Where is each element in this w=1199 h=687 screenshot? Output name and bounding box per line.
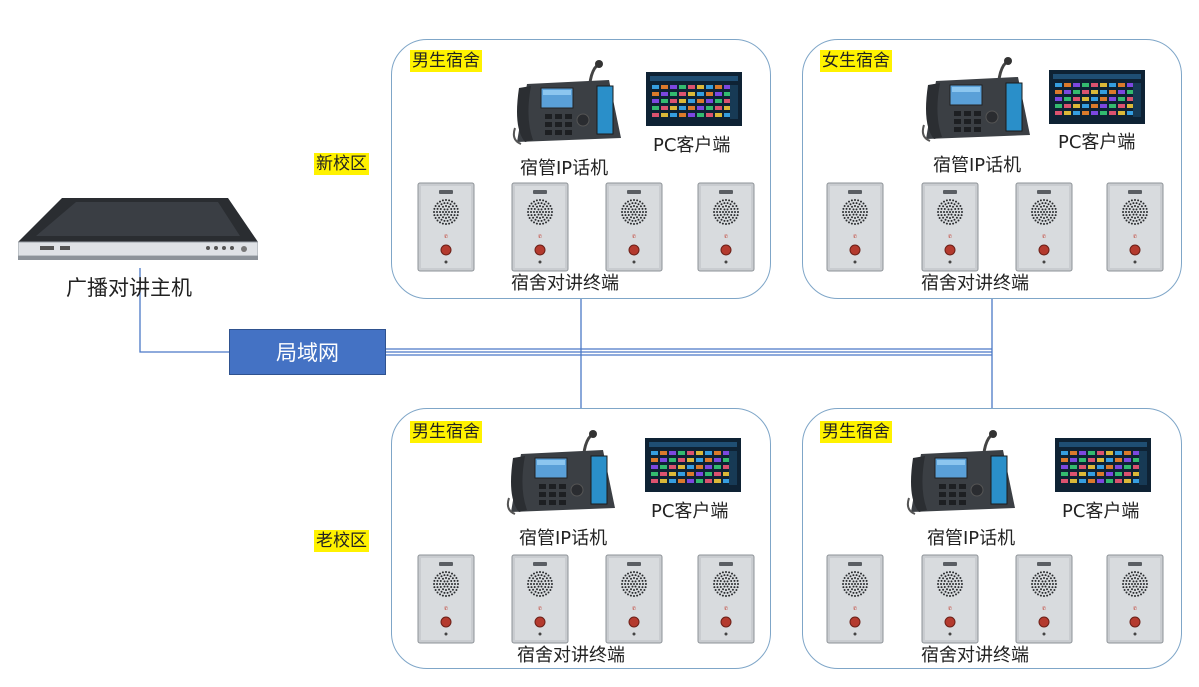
phone-label: 宿管IP话机 — [520, 158, 609, 179]
intercom-panel-icon: ✆ — [826, 554, 884, 644]
intercom-panel-icon: ✆ — [1106, 182, 1164, 272]
ip-phone — [511, 58, 623, 150]
svg-text:✆: ✆ — [948, 234, 952, 240]
svg-text:✆: ✆ — [1133, 606, 1137, 612]
intercom-panel-icon: ✆ — [697, 554, 755, 644]
intercom-terminal: ✆ — [417, 182, 475, 276]
intercom-panel-icon: ✆ — [605, 182, 663, 272]
intercom-terminal: ✆ — [826, 182, 884, 276]
desk-phone-icon — [921, 57, 1030, 142]
phone-label: 宿管IP话机 — [927, 528, 1016, 549]
svg-text:✆: ✆ — [632, 606, 636, 612]
pc-client-screen — [1049, 70, 1145, 128]
panel-tag: 男生宿舍 — [410, 421, 482, 443]
monitor-icon — [645, 438, 741, 492]
panel-tag: 女生宿舍 — [820, 50, 892, 72]
desk-phone-icon — [506, 430, 615, 515]
intercom-terminal: ✆ — [921, 554, 979, 648]
intercom-terminal: ✆ — [417, 554, 475, 648]
svg-text:✆: ✆ — [853, 234, 857, 240]
svg-text:✆: ✆ — [948, 606, 952, 612]
pc-label: PC客户端 — [653, 135, 731, 156]
intercom-panel-icon: ✆ — [417, 182, 475, 272]
svg-text:✆: ✆ — [1133, 234, 1137, 240]
svg-text:✆: ✆ — [724, 234, 728, 240]
intercom-panel-icon: ✆ — [1015, 554, 1073, 644]
terminal-label: 宿舍对讲终端 — [921, 645, 1029, 666]
intercom-terminal: ✆ — [921, 182, 979, 276]
intercom-terminal: ✆ — [1106, 182, 1164, 276]
intercom-terminal: ✆ — [1015, 182, 1073, 276]
svg-text:✆: ✆ — [853, 606, 857, 612]
terminal-label: 宿舍对讲终端 — [921, 273, 1029, 294]
pc-client-screen — [1055, 438, 1151, 496]
intercom-terminal: ✆ — [826, 554, 884, 648]
intercom-terminal: ✆ — [511, 554, 569, 648]
intercom-panel-icon: ✆ — [921, 554, 979, 644]
intercom-panel-icon: ✆ — [697, 182, 755, 272]
svg-text:✆: ✆ — [538, 606, 542, 612]
svg-text:✆: ✆ — [444, 606, 448, 612]
terminal-label: 宿舍对讲终端 — [511, 273, 619, 294]
host-link-line — [139, 268, 229, 353]
intercom-panel-icon: ✆ — [1015, 182, 1073, 272]
terminal-label: 宿舍对讲终端 — [517, 645, 625, 666]
pc-client-screen — [646, 72, 742, 130]
intercom-panel-icon: ✆ — [511, 554, 569, 644]
panel-tag: 男生宿舍 — [820, 421, 892, 443]
panel-tag: 男生宿舍 — [410, 50, 482, 72]
monitor-icon — [1055, 438, 1151, 492]
pc-label: PC客户端 — [1058, 132, 1136, 153]
campus-label-new: 新校区 — [314, 153, 369, 175]
intercom-panel-icon: ✆ — [511, 182, 569, 272]
svg-text:✆: ✆ — [538, 234, 542, 240]
svg-text:✆: ✆ — [1042, 234, 1046, 240]
monitor-icon — [1049, 70, 1145, 124]
phone-label: 宿管IP话机 — [933, 155, 1022, 176]
pc-client-screen — [645, 438, 741, 496]
intercom-terminal: ✆ — [697, 182, 755, 276]
broadcast-host — [17, 196, 259, 266]
phone-label: 宿管IP话机 — [519, 528, 608, 549]
intercom-panel-icon: ✆ — [605, 554, 663, 644]
ip-phone — [505, 428, 617, 520]
intercom-panel-icon: ✆ — [417, 554, 475, 644]
intercom-terminal: ✆ — [1106, 554, 1164, 648]
pc-label: PC客户端 — [1062, 501, 1140, 522]
intercom-terminal: ✆ — [697, 554, 755, 648]
svg-text:✆: ✆ — [444, 234, 448, 240]
svg-text:✆: ✆ — [724, 606, 728, 612]
intercom-panel-icon: ✆ — [1106, 554, 1164, 644]
intercom-terminal: ✆ — [605, 182, 663, 276]
monitor-icon — [646, 72, 742, 126]
intercom-terminal: ✆ — [1015, 554, 1073, 648]
pc-label: PC客户端 — [651, 501, 729, 522]
host-label: 广播对讲主机 — [66, 276, 192, 300]
desk-phone-icon — [906, 430, 1015, 515]
server-icon — [17, 198, 259, 260]
intercom-panel-icon: ✆ — [826, 182, 884, 272]
svg-text:✆: ✆ — [1042, 606, 1046, 612]
ip-phone — [905, 428, 1017, 520]
intercom-terminal: ✆ — [605, 554, 663, 648]
lan-box: 局域网 — [229, 329, 386, 375]
campus-label-old: 老校区 — [314, 530, 369, 552]
svg-text:✆: ✆ — [632, 234, 636, 240]
desk-phone-icon — [512, 60, 621, 145]
ip-phone — [920, 55, 1032, 147]
intercom-terminal: ✆ — [511, 182, 569, 276]
intercom-panel-icon: ✆ — [921, 182, 979, 272]
